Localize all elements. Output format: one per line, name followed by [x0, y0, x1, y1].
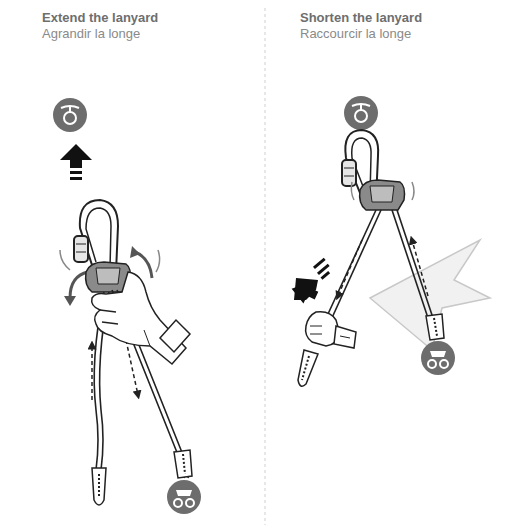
rope-movement-arrow — [126, 340, 138, 395]
panel-heading: Shorten the lanyard — [300, 10, 422, 26]
hand — [306, 312, 356, 348]
carabiner — [74, 200, 118, 272]
panel-subheading: Raccourcir la longe — [300, 26, 411, 42]
anchor-icon — [344, 96, 378, 130]
rope-movement-arrow — [338, 240, 362, 296]
panel-divider — [265, 8, 266, 525]
hand — [92, 272, 190, 364]
anchor-icon — [53, 98, 87, 132]
rope-end — [92, 468, 106, 505]
motion-marks — [351, 182, 414, 200]
rope-movement-arrow — [91, 345, 93, 400]
background-arrow — [370, 240, 490, 350]
sewn-termination — [426, 314, 444, 340]
rope-end — [298, 350, 318, 386]
pull-arrow — [292, 258, 330, 306]
rope-movement-arrow — [412, 240, 428, 296]
harness-icon — [421, 341, 455, 375]
adjuster-device — [360, 180, 405, 210]
panel-subheading: Agrandir la longe — [42, 26, 140, 42]
harness-icon — [167, 480, 201, 514]
panel-heading: Extend the lanyard — [42, 10, 158, 26]
sewn-termination — [174, 450, 192, 478]
pull-arrow — [60, 144, 92, 180]
